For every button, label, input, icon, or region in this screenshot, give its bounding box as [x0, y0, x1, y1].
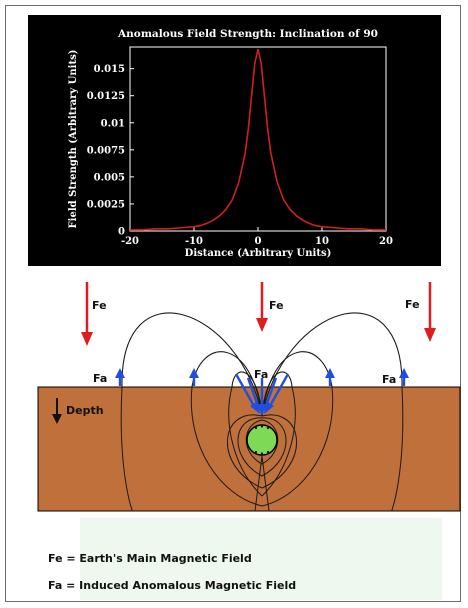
field-line: [231, 371, 263, 417]
fe-arrow-right: [424, 282, 436, 342]
field-line: [191, 351, 263, 417]
legend-fa: Fa = Induced Anomalous Magnetic Field: [48, 579, 297, 592]
fa-arrow: [325, 368, 335, 386]
series-line: [130, 48, 386, 231]
y-tick-label: 0.0075: [87, 145, 125, 156]
y-tick-label: 0.01: [101, 118, 125, 129]
x-tick-label: -10: [185, 236, 203, 247]
field-line: [261, 387, 334, 507]
chart-title: Anomalous Field Strength: Inclination of…: [117, 28, 378, 40]
field-line: [261, 351, 333, 417]
fa-arrow: [189, 368, 199, 386]
x-tick-label: -20: [121, 236, 139, 247]
x-tick-label: 0: [255, 236, 262, 247]
depth-arrow: [52, 398, 62, 424]
legend-box: [80, 518, 442, 600]
ground-block: [37, 386, 461, 512]
fe-label-center: Fe: [269, 299, 284, 312]
fe-label-left: Fe: [92, 299, 107, 312]
field-line: [261, 371, 293, 417]
y-tick-label: 0.005: [94, 172, 125, 183]
chart-panel: Anomalous Field Strength: Inclination of…: [28, 15, 441, 266]
fa-label-left: Fa: [93, 372, 107, 385]
y-tick-label: 0: [118, 227, 125, 238]
axis-ticks: -20 -10 0 10 20 0 0.0025 0.005 0.0075 0.01 0.0125 0…: [87, 64, 393, 247]
field-line: [121, 312, 263, 417]
fa-label-right: Fa: [382, 373, 396, 386]
sphere-dots: [254, 425, 270, 455]
fe-arrow-left: [81, 282, 93, 346]
fa-label-center: Fa: [254, 368, 268, 381]
figure-border: [5, 5, 461, 602]
fe-label-right: Fe: [405, 298, 420, 311]
buried-sphere: [246, 424, 278, 456]
field-loop: [237, 417, 287, 477]
fa-arrow: [115, 368, 125, 386]
fa-arrow: [399, 368, 409, 386]
magnetic-diagram: Fe Fe Fe Fa Fa Fa Depth: [37, 282, 461, 512]
field-lines-above: [121, 312, 403, 417]
fa-arrows: [115, 368, 409, 416]
fe-arrows: [81, 282, 436, 346]
y-tick-label: 0.0125: [87, 91, 125, 102]
legend-fe: Fe = Earth's Main Magnetic Field: [48, 552, 252, 565]
field-line: [228, 387, 263, 497]
field-line: [261, 455, 270, 511]
y-tick-label: 0.0025: [87, 199, 125, 210]
x-axis-label: Distance (Arbitrary Units): [185, 248, 332, 259]
field-line: [391, 387, 404, 511]
anomaly-chart: Anomalous Field Strength: Inclination of…: [68, 28, 393, 259]
field-loop: [226, 414, 298, 489]
field-line: [261, 312, 403, 417]
y-axis-label: Field Strength (Arbitrary Units): [68, 50, 79, 229]
fe-arrow-center: [256, 282, 268, 332]
y-tick-label: 0.015: [94, 64, 125, 75]
x-tick-label: 20: [379, 236, 393, 247]
field-line: [120, 387, 133, 511]
plot-frame: [129, 46, 387, 232]
field-loop: [245, 419, 279, 465]
field-line: [261, 387, 296, 497]
field-line: [254, 455, 263, 511]
field-lines-below: [120, 387, 404, 511]
depth-label: Depth: [66, 404, 104, 417]
fa-arrow-converging: [234, 373, 290, 416]
field-line: [190, 387, 263, 507]
x-tick-label: 10: [315, 236, 329, 247]
